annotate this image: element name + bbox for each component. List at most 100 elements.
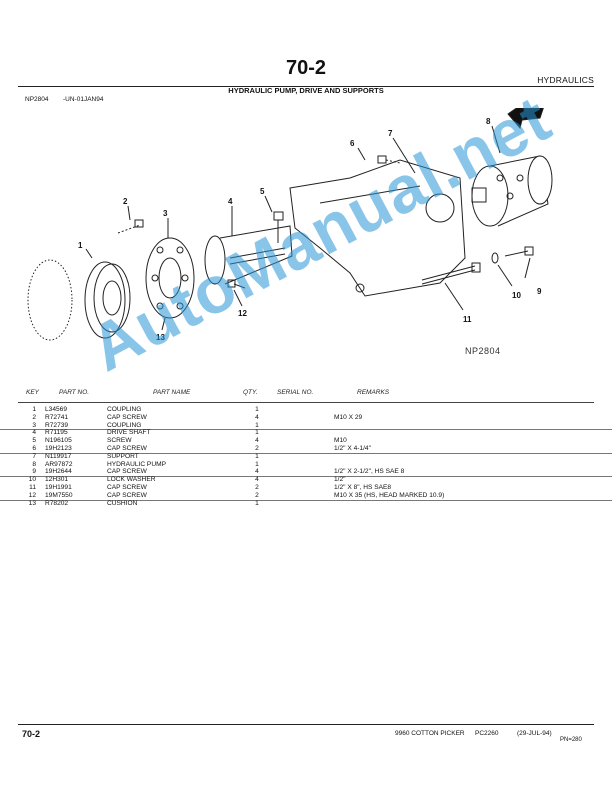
qty-cell: 1: [255, 421, 259, 429]
page-number-top: 70-2: [285, 57, 327, 79]
page-number-bottom: 70-2: [22, 729, 41, 739]
part-no-cell: 19H2644: [45, 468, 72, 476]
key-cell: 4: [32, 429, 36, 437]
column-header-serial-no: SERIAL NO.: [277, 389, 314, 396]
direction-arrow-icon: [507, 108, 544, 130]
part-name-cell: CAP SCREW: [107, 445, 147, 452]
cap-screw-9: [504, 246, 534, 257]
section-label: HYDRAULICS: [537, 75, 594, 85]
column-header-key: KEY: [26, 389, 40, 396]
key-cell: 9: [32, 468, 36, 476]
footer-rule: [18, 724, 594, 725]
cap-screw-12: [227, 279, 246, 289]
table-row: 10 12H301 LOCK WASHER 4 1/2": [0, 476, 612, 484]
screw-5: [273, 211, 284, 243]
table-row: 13 R78202 CUSHION 1: [0, 500, 612, 508]
support-7: [289, 159, 466, 297]
table-row: 8 AR97872 HYDRAULIC PUMP 1: [0, 461, 612, 469]
callout-2: 2: [123, 197, 128, 206]
remarks-cell: 1/2" X 8", HS SAE8: [334, 484, 392, 491]
exploded-parts-diagram: 1 2 3 4 5 6 7 8 9 10 11 12 13: [27, 108, 553, 342]
part-name-cell: COUPLING: [107, 406, 142, 413]
qty-cell: 1: [255, 452, 259, 460]
qty-cell: 4: [255, 413, 259, 421]
callout-5: 5: [260, 187, 265, 196]
hydraulic-pump-8: [471, 155, 553, 227]
part-name-cell: SCREW: [107, 437, 132, 445]
part-no-cell: L34569: [45, 406, 68, 413]
qty-cell: 2: [255, 484, 259, 491]
key-cell: 2: [32, 413, 36, 421]
footer-date: (29-JUL-94): [517, 730, 552, 737]
qty-cell: 2: [255, 445, 259, 452]
table-row: 9 19H2644 CAP SCREW 4 1/2" X 2-1/2", HS SAE …: [0, 468, 612, 478]
part-no-cell: N119917: [45, 452, 72, 460]
part-no-cell: 19H2123: [45, 445, 72, 452]
qty-cell: 2: [255, 491, 259, 499]
part-no-cell: AR97872: [45, 460, 73, 468]
header-rule: [18, 86, 594, 87]
figure-id: NP2804: [465, 346, 501, 356]
cap-screw-6: [377, 155, 401, 164]
callout-3: 3: [163, 209, 168, 218]
coupling-3: [145, 237, 195, 319]
table-row: 12 19M7550 CAP SCREW 2 M10 X 35 (HS, HEAD MA…: [0, 492, 612, 501]
lock-washer-10: [491, 252, 499, 264]
part-no-cell: 19H1991: [45, 484, 72, 491]
remarks-cell: M10 X 35 (HS, HEAD MARKED 10.9): [334, 491, 445, 499]
qty-cell: 1: [255, 406, 259, 413]
part-name-cell: CUSHION: [107, 499, 138, 507]
footer-product: 9960 COTTON PICKER: [395, 730, 465, 737]
part-no-cell: 19M7550: [45, 491, 73, 499]
part-no-cell: R72739: [45, 421, 69, 429]
part-name-cell: DRIVE SHAFT: [107, 429, 151, 437]
qty-cell: 4: [255, 437, 259, 445]
part-no-cell: N196105: [45, 437, 72, 445]
key-cell: 1: [32, 406, 36, 413]
part-no-cell: R78202: [45, 499, 69, 507]
part-name-cell: LOCK WASHER: [107, 476, 156, 484]
page-subtitle: HYDRAULIC PUMP, DRIVE AND SUPPORTS: [228, 86, 384, 95]
part-name-cell: CAP SCREW: [107, 491, 147, 499]
key-cell: 11: [29, 484, 36, 491]
qty-cell: 4: [255, 468, 259, 476]
callout-11: 11: [463, 315, 472, 324]
qty-cell: 1: [255, 460, 259, 468]
key-cell: 5: [32, 437, 36, 445]
key-cell: 10: [28, 476, 36, 484]
part-no-cell: R71195: [45, 429, 68, 437]
callout-1: 1: [78, 241, 83, 250]
footer-pn: PN=280: [560, 737, 582, 743]
callout-8: 8: [486, 117, 491, 126]
coupling-1: [84, 261, 131, 339]
callout-13: 13: [156, 333, 165, 342]
cushion-13: [27, 259, 73, 341]
remarks-cell: 1/2" X 2-1/2", HS SAE 8: [334, 468, 405, 476]
key-cell: 12: [28, 491, 36, 499]
column-header-remarks: REMARKS: [357, 389, 390, 396]
remarks-cell: 1/2" X 4-1/4": [334, 445, 371, 452]
qty-cell: 1: [255, 499, 259, 507]
key-cell: 7: [32, 452, 36, 460]
footer-pc-code: PC2260: [475, 730, 499, 737]
part-name-cell: HYDRAULIC PUMP: [107, 460, 166, 468]
remarks-cell: 1/2": [334, 476, 346, 484]
callout-6: 6: [350, 139, 355, 148]
callout-10: 10: [512, 291, 521, 300]
key-cell: 13: [28, 499, 36, 507]
key-cell: 3: [32, 421, 36, 429]
key-cell: 8: [32, 460, 36, 468]
part-name-cell: CAP SCREW: [107, 468, 147, 476]
cap-screw-2: [117, 219, 144, 234]
part-no-cell: 12H301: [45, 476, 69, 484]
qty-cell: 4: [255, 476, 259, 484]
remarks-cell: M10 X 29: [334, 413, 363, 421]
callout-9: 9: [537, 287, 542, 296]
callout-7: 7: [388, 129, 393, 138]
